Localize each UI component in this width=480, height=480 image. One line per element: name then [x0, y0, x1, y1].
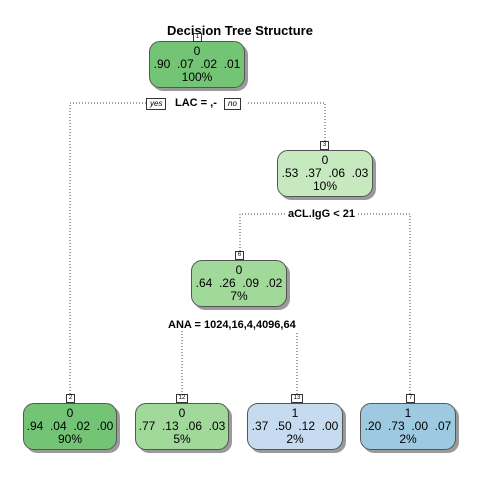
edge-3-7: [355, 213, 411, 395]
node-2-percent: 90%: [57, 432, 83, 446]
node-2: 0 .94 .04 .02 .00 90%: [23, 403, 117, 450]
node-6-id: 6: [235, 251, 244, 260]
node-12-probs: .77 .13 .06 .03: [138, 419, 226, 433]
node-13-percent: 2%: [286, 432, 304, 446]
node-1-percent: 100%: [181, 70, 213, 84]
no-label: no: [224, 98, 241, 110]
node-7-id: 7: [406, 394, 415, 403]
node-3: 0 .53 .37 .06 .03 10%: [277, 150, 373, 197]
edge-1-3: [248, 102, 326, 142]
split-root: LAC = ,-: [173, 97, 219, 109]
node-3-percent: 10%: [312, 179, 338, 193]
split-node-6: ANA = 1024,16,4,4096,64: [166, 319, 298, 331]
node-3-class: 0: [321, 153, 329, 167]
node-7-class: 1: [404, 406, 412, 420]
edge-3-6: [239, 213, 288, 252]
node-7-percent: 2%: [399, 432, 417, 446]
node-6-percent: 7%: [230, 289, 248, 303]
node-1-class: 0: [193, 44, 201, 58]
node-12-percent: 5%: [173, 432, 191, 446]
node-6-class: 0: [235, 263, 243, 277]
node-13-class: 1: [291, 406, 299, 420]
node-12: 0 .77 .13 .06 .03 5%: [135, 403, 229, 450]
node-13: 1 .37 .50 .12 .00 2%: [247, 403, 343, 450]
node-2-probs: .94 .04 .02 .00: [26, 419, 114, 433]
node-12-class: 0: [178, 406, 186, 420]
node-3-probs: .53 .37 .06 .03: [281, 166, 369, 180]
node-6: 0 .64 .26 .09 .02 7%: [191, 260, 287, 307]
yes-label: yes: [146, 98, 167, 110]
node-12-id: 12: [176, 394, 188, 403]
node-6-probs: .64 .26 .09 .02: [195, 276, 283, 290]
node-7: 1 .20 .73 .00 .07 2%: [360, 403, 456, 450]
edge-1-2: [69, 102, 149, 395]
node-1-probs: .90 .07 .02 .01: [153, 57, 241, 71]
node-1-id: 1: [193, 33, 202, 42]
node-2-id: 2: [66, 394, 75, 403]
diagram-title: Decision Tree Structure: [167, 23, 313, 38]
split-node-3: aCL.IgG < 21: [286, 208, 357, 220]
node-7-probs: .20 .73 .00 .07: [364, 419, 452, 433]
node-2-class: 0: [66, 406, 74, 420]
node-13-id: 13: [291, 394, 303, 403]
node-1: 0 .90 .07 .02 .01 100%: [149, 41, 245, 88]
edge-6-13: [296, 324, 298, 395]
node-3-id: 3: [320, 141, 329, 150]
node-13-probs: .37 .50 .12 .00: [251, 419, 339, 433]
